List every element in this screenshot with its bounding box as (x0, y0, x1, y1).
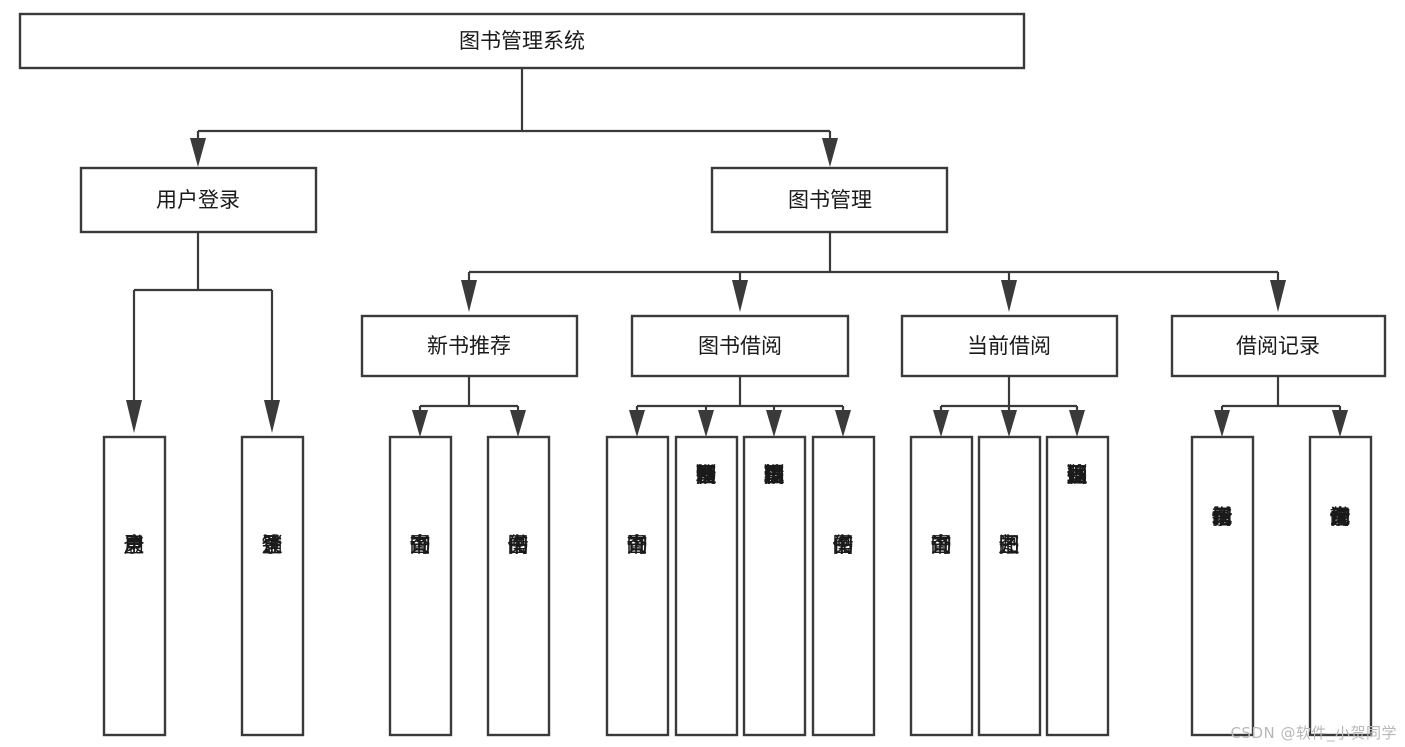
node-book-management-box[interactable] (710, 166, 949, 234)
node-root-system-label: 图书管理系统 (459, 29, 585, 53)
csdn-watermark: CSDN @软件_小贺同学 (1230, 724, 1397, 742)
node-user-login-label: 用户登录 (156, 188, 240, 212)
leaf-book-borrow-4-label: 借阅图书 (833, 533, 854, 557)
leaf-book-borrow-4[interactable]: 借阅图书 (811, 435, 876, 737)
leaf-user-login-1-label: 用户登录 (124, 533, 145, 557)
node-current-borrow-label: 当前借阅 (967, 334, 1051, 358)
arrow-bookborrow-leaf-1-icon (629, 410, 645, 437)
node-borrow-record-label: 借阅记录 (1236, 334, 1320, 358)
node-user-login-box[interactable] (79, 166, 318, 234)
arrow-borrowrecord-leaf-2-icon (1332, 410, 1348, 437)
arrow-userlogin-leaf-2-icon (264, 400, 280, 433)
leaf-borrow-record-2-box[interactable] (1308, 435, 1373, 737)
arrow-newbook-leaf-1-icon (412, 410, 428, 437)
leaf-current-borrow-2-box[interactable] (977, 435, 1042, 737)
leaf-current-borrow-3-label: 确认归还（管理员） (1067, 463, 1088, 487)
leaf-current-borrow-1-label: 查询图书 (931, 533, 952, 557)
leaf-book-borrow-1[interactable]: 查询图书 (605, 435, 670, 737)
leaf-book-borrow-2[interactable]: 新增图书（管理员） (674, 435, 739, 737)
leaf-book-borrow-1-label: 查询图书 (627, 533, 648, 557)
arrow-borrowrecord-leaf-1-icon (1214, 410, 1230, 437)
node-current-borrow[interactable]: 当前借阅 (900, 314, 1119, 378)
leaf-new-book-1-label: 查询图书 (410, 533, 431, 557)
leaf-borrow-record-2[interactable]: 查询借阅记录 (1308, 435, 1373, 737)
leaf-user-login-1[interactable]: 用户登录 (102, 435, 167, 737)
arrow-currentborrow-leaf-2-icon (1001, 410, 1017, 437)
leaf-current-borrow-2[interactable]: 归还图书 (977, 435, 1042, 737)
leaf-current-borrow-3-box[interactable] (1045, 435, 1110, 737)
node-book-borrow-box[interactable] (630, 314, 850, 378)
node-root-system[interactable]: 图书管理系统 (18, 12, 1026, 70)
arrow-bookborrow-leaf-3-icon (766, 410, 782, 437)
node-current-borrow-box[interactable] (900, 314, 1119, 378)
leaf-book-borrow-2-label: 新增图书（管理员） (696, 463, 717, 487)
leaf-new-book-2-label: 借阅图书 (508, 533, 529, 557)
leaf-new-book-1-box[interactable] (388, 435, 453, 737)
connectors-layer (126, 68, 1348, 437)
leaf-user-login-1-box[interactable] (102, 435, 167, 737)
leaf-current-borrow-2-label: 归还图书 (999, 533, 1020, 557)
leaf-new-book-1[interactable]: 查询图书 (388, 435, 453, 737)
arrow-userlogin-leaf-1-icon (126, 400, 142, 433)
arrow-root-to-user-login-icon (190, 138, 206, 167)
arrow-bookborrow-leaf-4-icon (835, 410, 851, 437)
node-book-management[interactable]: 图书管理 (710, 166, 949, 234)
leaf-borrow-record-1-box[interactable] (1190, 435, 1255, 737)
leaf-book-borrow-3[interactable]: 编辑图书（管理员） (742, 435, 807, 737)
arrow-currentborrow-leaf-3-icon (1069, 410, 1085, 437)
leaf-book-borrow-2-box[interactable] (674, 435, 739, 737)
node-book-borrow[interactable]: 图书借阅 (630, 314, 850, 378)
arrow-bookmgmt-to-newbook-icon (461, 280, 477, 312)
node-book-borrow-label: 图书借阅 (698, 334, 782, 358)
arrow-newbook-leaf-2-icon (510, 410, 526, 437)
leaf-current-borrow-1[interactable]: 查询图书 (909, 435, 974, 737)
arrow-bookmgmt-to-record-icon (1270, 280, 1286, 312)
node-new-book-recommend-label: 新书推荐 (427, 334, 511, 358)
node-borrow-record[interactable]: 借阅记录 (1170, 314, 1387, 378)
leaf-book-borrow-3-label: 编辑图书（管理员） (764, 463, 785, 487)
leaf-user-login-2[interactable]: 注销登录 (240, 435, 305, 737)
leaf-borrow-record-2-label: 查询借阅记录 (1330, 505, 1351, 529)
node-borrow-record-box[interactable] (1170, 314, 1387, 378)
node-book-management-label: 图书管理 (788, 188, 872, 212)
leaf-user-login-2-label: 注销登录 (262, 533, 283, 557)
leaf-book-borrow-4-box[interactable] (811, 435, 876, 737)
arrow-root-to-book-mgmt-icon (822, 138, 838, 167)
leaf-current-borrow-3[interactable]: 确认归还（管理员） (1045, 435, 1110, 737)
node-new-book-recommend[interactable]: 新书推荐 (360, 314, 579, 378)
leaf-new-book-2-box[interactable] (486, 435, 551, 737)
leaf-borrow-record-1[interactable]: 新增借阅记录 (1190, 435, 1255, 737)
node-root-system-box[interactable] (18, 12, 1026, 70)
leaf-book-borrow-1-box[interactable] (605, 435, 670, 737)
arrow-currentborrow-leaf-1-icon (933, 410, 949, 437)
arrow-bookborrow-leaf-2-icon (698, 410, 714, 437)
node-user-login[interactable]: 用户登录 (79, 166, 318, 234)
leaf-book-borrow-3-box[interactable] (742, 435, 807, 737)
arrow-bookmgmt-to-current-icon (1001, 280, 1017, 312)
leaf-new-book-2[interactable]: 借阅图书 (486, 435, 551, 737)
leaf-current-borrow-1-box[interactable] (909, 435, 974, 737)
node-new-book-recommend-box[interactable] (360, 314, 579, 378)
leaf-borrow-record-1-label: 新增借阅记录 (1212, 505, 1233, 529)
arrow-bookmgmt-to-borrow-icon (732, 280, 748, 312)
leaf-user-login-2-box[interactable] (240, 435, 305, 737)
